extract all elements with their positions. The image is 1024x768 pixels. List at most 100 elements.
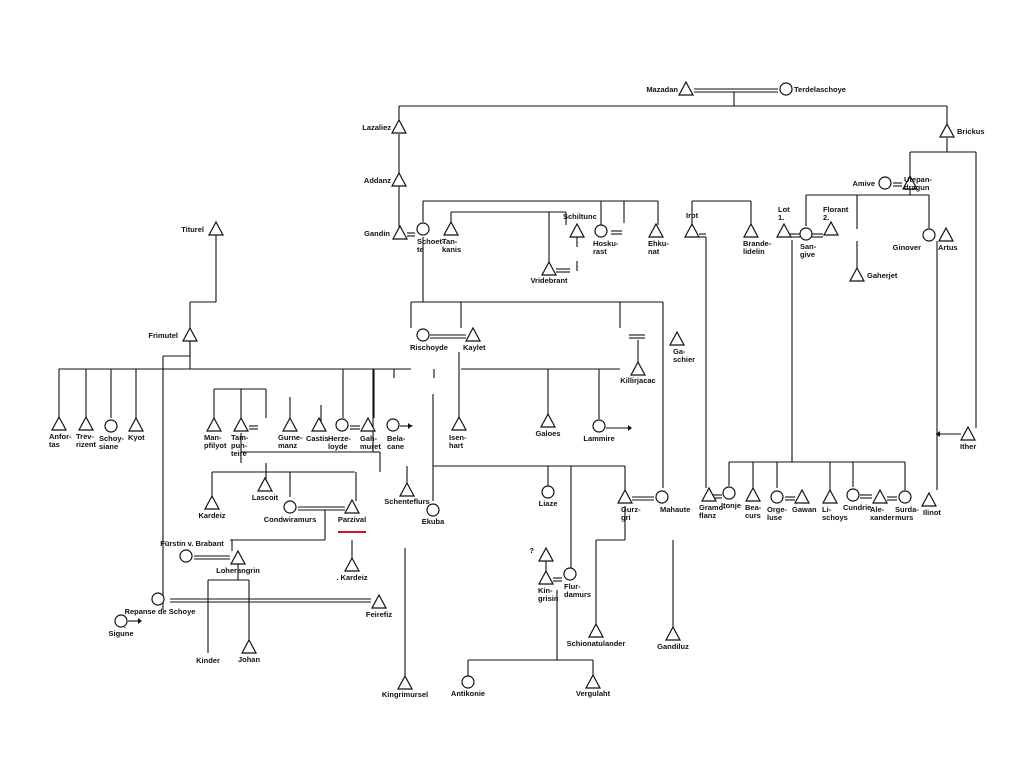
person-node-loherangrin: Loherangrin bbox=[216, 549, 260, 575]
person-name-line: Addanz bbox=[364, 176, 391, 185]
person-name: Rischoyde bbox=[410, 343, 448, 352]
male-triangle-icon bbox=[821, 488, 839, 504]
person-name: Tam-pun-teire bbox=[231, 433, 249, 458]
person-name-line: Kingrimursel bbox=[382, 690, 428, 699]
male-triangle-icon bbox=[540, 260, 558, 276]
male-triangle-icon bbox=[396, 674, 414, 690]
person-name: Repanse de Schoye bbox=[125, 607, 196, 616]
person-name-line: Gah- bbox=[360, 434, 378, 443]
person-name-line: Lascoit bbox=[252, 493, 279, 502]
person-name-line: cane bbox=[387, 442, 404, 451]
person-name-line: Loherangrin bbox=[216, 566, 260, 575]
person-name: Hosku-rast bbox=[593, 239, 619, 256]
person-node-mahaute: Mahaute bbox=[655, 490, 690, 514]
person-name: Lazaliez bbox=[362, 123, 391, 132]
person-node-schionatulander: Schionatulander bbox=[567, 622, 626, 648]
person-name: Mahaute bbox=[660, 505, 690, 514]
person-node-ehkunat: Ehku-nat bbox=[647, 222, 669, 256]
person-node-itonje: Itonje bbox=[721, 486, 741, 510]
person-node-mazadan: Mazadan bbox=[646, 80, 695, 96]
person-node-killirjacac: Killirjacac bbox=[620, 360, 656, 385]
person-node-unknown: ? bbox=[529, 546, 555, 562]
person-name-line: Orge- bbox=[767, 505, 788, 514]
person-name-line: Kaylet bbox=[463, 343, 486, 352]
male-triangle-icon bbox=[700, 486, 718, 502]
person-name: Ga-schier bbox=[673, 347, 695, 364]
person-name-line: Gawan bbox=[792, 505, 817, 514]
person-node-cundrie: Cundrie bbox=[843, 488, 871, 512]
person-node-vridebrant: Vridebrant bbox=[530, 260, 568, 285]
person-name: Schiltunc bbox=[563, 212, 597, 221]
person-node-gahmuret: Gah-muret bbox=[359, 416, 381, 451]
person-name-line: 1. bbox=[778, 213, 784, 222]
person-node-kardeiz2: . Kardeiz bbox=[336, 556, 368, 582]
person-name: Tan-kanis bbox=[442, 237, 461, 254]
person-node-feirefiz: Feirefiz bbox=[366, 593, 392, 619]
female-circle-icon bbox=[922, 228, 936, 242]
person-name-line: Lazaliez bbox=[362, 123, 391, 132]
person-name-line: Castis bbox=[306, 434, 329, 443]
person-node-tankanis: Tan-kanis bbox=[442, 220, 461, 254]
person-name: Gawan bbox=[792, 505, 817, 514]
person-name: Gurz-gri bbox=[621, 505, 641, 522]
male-triangle-icon bbox=[848, 266, 866, 282]
male-triangle-icon bbox=[240, 638, 258, 654]
person-node-manpfilyot: Man-pfilyot bbox=[204, 416, 227, 450]
person-name-line: Liaze bbox=[539, 499, 558, 508]
person-node-schoette: Schoet-te bbox=[416, 222, 445, 254]
person-name: ? bbox=[529, 546, 534, 555]
person-name-line: Lot bbox=[778, 205, 790, 214]
female-circle-icon bbox=[461, 675, 475, 689]
male-triangle-icon bbox=[256, 476, 274, 492]
male-triangle-icon bbox=[539, 412, 557, 428]
person-name: Gandiluz bbox=[657, 642, 689, 651]
person-name-line: Ehku- bbox=[648, 239, 669, 248]
person-name: Condwiramurs bbox=[264, 515, 317, 524]
person-node-gandiluz: Gandiluz bbox=[657, 625, 689, 651]
female-circle-icon bbox=[563, 567, 577, 581]
male-triangle-icon bbox=[584, 673, 602, 689]
person-name-line: Vridebrant bbox=[530, 276, 568, 285]
person-name: Ekuba bbox=[422, 517, 445, 526]
person-name: Gandin bbox=[364, 229, 390, 238]
male-triangle-icon bbox=[587, 622, 605, 638]
female-circle-icon bbox=[416, 222, 430, 236]
person-name-line: nat bbox=[648, 247, 660, 256]
male-triangle-icon bbox=[683, 222, 701, 238]
person-name-line: Isen- bbox=[449, 433, 467, 442]
person-name: Gurne-manz bbox=[278, 433, 303, 450]
person-name: Ehku-nat bbox=[648, 239, 669, 256]
male-triangle-icon bbox=[775, 222, 793, 238]
male-triangle-icon bbox=[822, 220, 840, 236]
person-node-irot: Irot bbox=[683, 211, 701, 238]
male-triangle-icon bbox=[343, 498, 361, 514]
person-name-line: Herze- bbox=[328, 434, 351, 443]
person-name: . Kardeiz bbox=[336, 573, 368, 582]
person-name: San-give bbox=[800, 242, 817, 259]
person-name-line: rizent bbox=[76, 440, 97, 449]
person-name: Orge-luse bbox=[767, 505, 788, 522]
male-triangle-icon bbox=[181, 326, 199, 342]
person-name: Irot bbox=[686, 211, 699, 220]
person-node-gurnemanz: Gurne-manz bbox=[278, 416, 303, 450]
person-name: Schionatulander bbox=[567, 639, 626, 648]
person-name-line: Killirjacac bbox=[620, 376, 655, 385]
person-name: Kaylet bbox=[463, 343, 486, 352]
male-triangle-icon bbox=[390, 171, 408, 187]
person-name: Anfor-tas bbox=[49, 432, 72, 449]
male-triangle-icon bbox=[616, 488, 634, 504]
person-name: Parzival bbox=[338, 515, 366, 524]
person-node-ither: Ither bbox=[959, 425, 976, 451]
male-triangle-icon bbox=[391, 224, 409, 240]
person-name-line: Hosku- bbox=[593, 239, 619, 248]
person-name-line: Brickus bbox=[957, 127, 985, 136]
person-name-line: hart bbox=[449, 441, 464, 450]
person-name: Lascoit bbox=[252, 493, 279, 502]
person-name: Antikonie bbox=[451, 689, 485, 698]
person-name: Ilinot bbox=[923, 508, 941, 517]
female-circle-icon bbox=[416, 328, 430, 342]
person-name: Amive bbox=[852, 179, 875, 188]
person-name-line: dragun bbox=[904, 183, 930, 192]
